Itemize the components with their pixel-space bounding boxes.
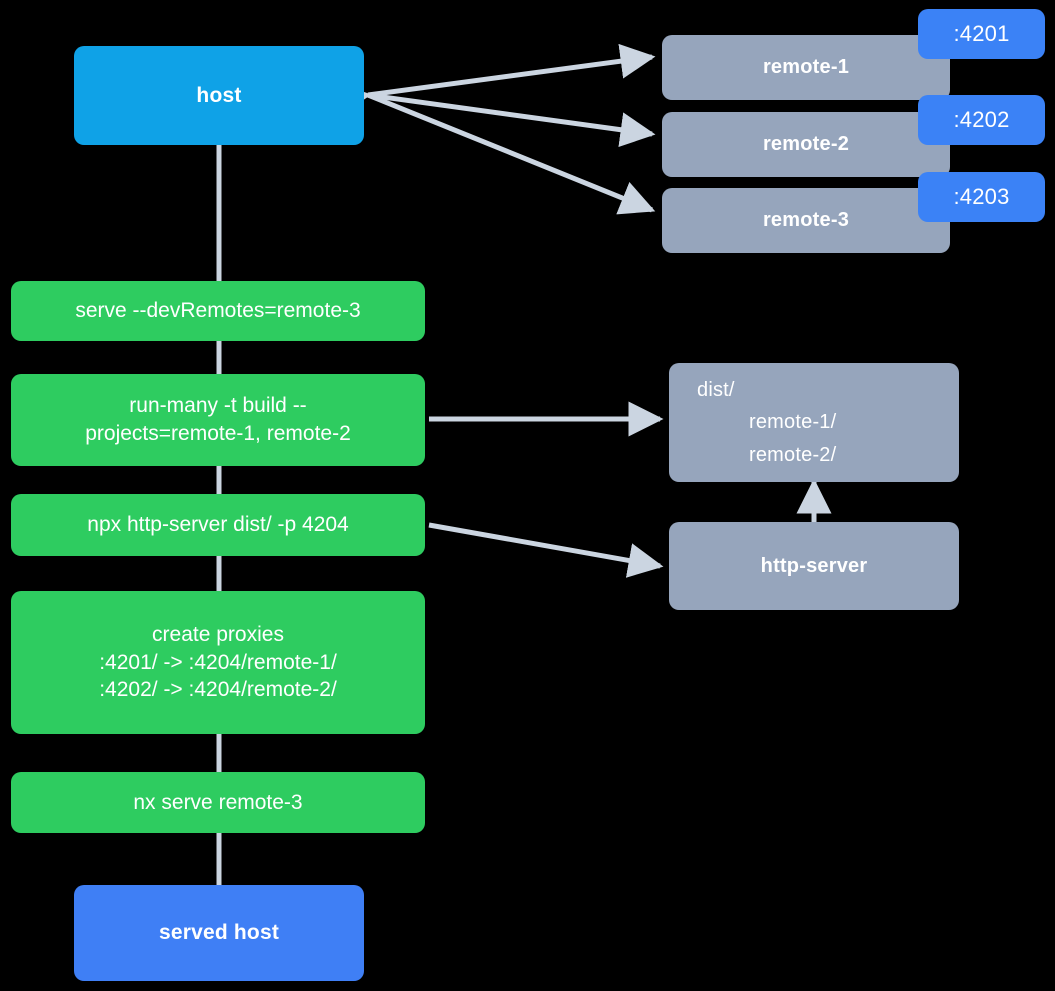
port-badge-remote-2-label: :4202	[953, 107, 1010, 132]
command-npx-http-server-line1: npx http-server dist/ -p 4204	[87, 513, 349, 537]
command-serve-dev-remotes[interactable]: serve --devRemotes=remote-3	[11, 281, 425, 341]
port-badge-remote-3[interactable]: :4203	[918, 172, 1045, 222]
command-nx-serve-remote-3[interactable]: nx serve remote-3	[11, 772, 425, 833]
node-remote-2-label: remote-2	[762, 133, 850, 156]
node-http-server[interactable]: http-server	[669, 522, 959, 610]
command-npx-http-server[interactable]: npx http-server dist/ -p 4204	[11, 494, 425, 556]
node-dist[interactable]: dist/ remote-1/ remote-2/	[669, 363, 959, 482]
node-remote-3-label: remote-3	[762, 209, 850, 232]
port-badge-remote-2[interactable]: :4202	[918, 95, 1045, 145]
node-remote-3[interactable]: remote-3	[662, 188, 950, 253]
command-create-proxies[interactable]: create proxies :4201/ -> :4204/remote-1/…	[11, 591, 425, 734]
node-http-server-label: http-server	[760, 554, 868, 577]
port-badge-remote-1[interactable]: :4201	[918, 9, 1045, 59]
node-remote-1[interactable]: remote-1	[662, 35, 950, 100]
port-badge-remote-1-label: :4201	[953, 21, 1010, 46]
node-host-label: host	[196, 83, 242, 107]
command-nx-serve-remote-3-line1: nx serve remote-3	[133, 790, 303, 814]
node-remote-1-label: remote-1	[762, 56, 850, 79]
command-create-proxies-mapping-1: :4201/ -> :4204/remote-1/	[99, 650, 337, 674]
node-served-host-label: served host	[158, 921, 280, 945]
port-badge-remote-3-label: :4203	[953, 184, 1010, 209]
node-served-host[interactable]: served host	[74, 885, 364, 981]
node-dist-line-2: remote-1/	[749, 411, 837, 434]
command-run-many-build-line2: projects=remote-1, remote-2	[85, 422, 351, 445]
node-dist-line-3: remote-2/	[749, 443, 837, 466]
node-remote-2[interactable]: remote-2	[662, 112, 950, 177]
host-to-remote-edges	[334, 43, 656, 215]
command-create-proxies-title: create proxies	[152, 622, 284, 646]
command-serve-dev-remotes-line1: serve --devRemotes=remote-3	[75, 299, 361, 323]
npx-to-httpserver-edge	[428, 522, 664, 578]
node-host[interactable]: host	[74, 46, 364, 145]
command-run-many-build[interactable]: run-many -t build -- projects=remote-1, …	[11, 374, 425, 466]
node-dist-line-1: dist/	[697, 378, 735, 401]
command-run-many-build-line1: run-many -t build --	[129, 394, 307, 418]
command-create-proxies-mapping-2: :4202/ -> :4204/remote-2/	[99, 678, 337, 702]
